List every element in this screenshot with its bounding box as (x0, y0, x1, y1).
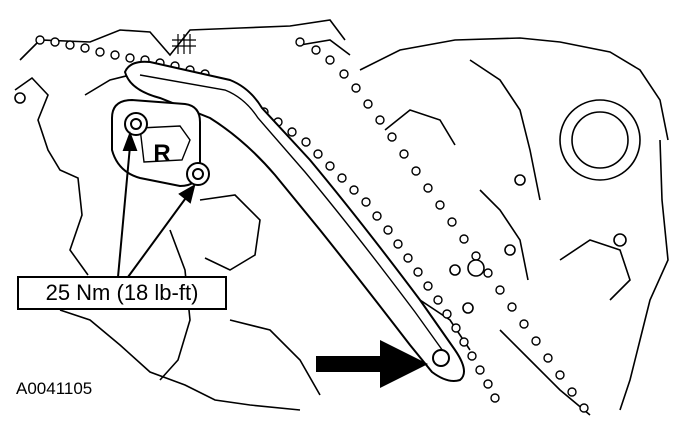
figure-id: A0041105 (16, 379, 93, 398)
chain-guide-bolt (432, 349, 450, 367)
tensioner-bolt-upper (124, 112, 148, 136)
tensioner-mark: R (153, 140, 170, 167)
hatch-grid (172, 34, 196, 54)
tensioner-bolt-lower (186, 162, 210, 186)
engine-block-outline (14, 19, 669, 416)
chain-guide-inner-edge (139, 74, 449, 359)
torque-callout: 25 Nm (18 lb-ft) (17, 276, 227, 310)
callout-leader-lines (117, 131, 196, 278)
chain-guide-arm (123, 60, 465, 382)
guide-bolt-arrow (316, 340, 428, 388)
block-bolt (467, 259, 485, 277)
timing-chain-top-strand (35, 35, 589, 413)
